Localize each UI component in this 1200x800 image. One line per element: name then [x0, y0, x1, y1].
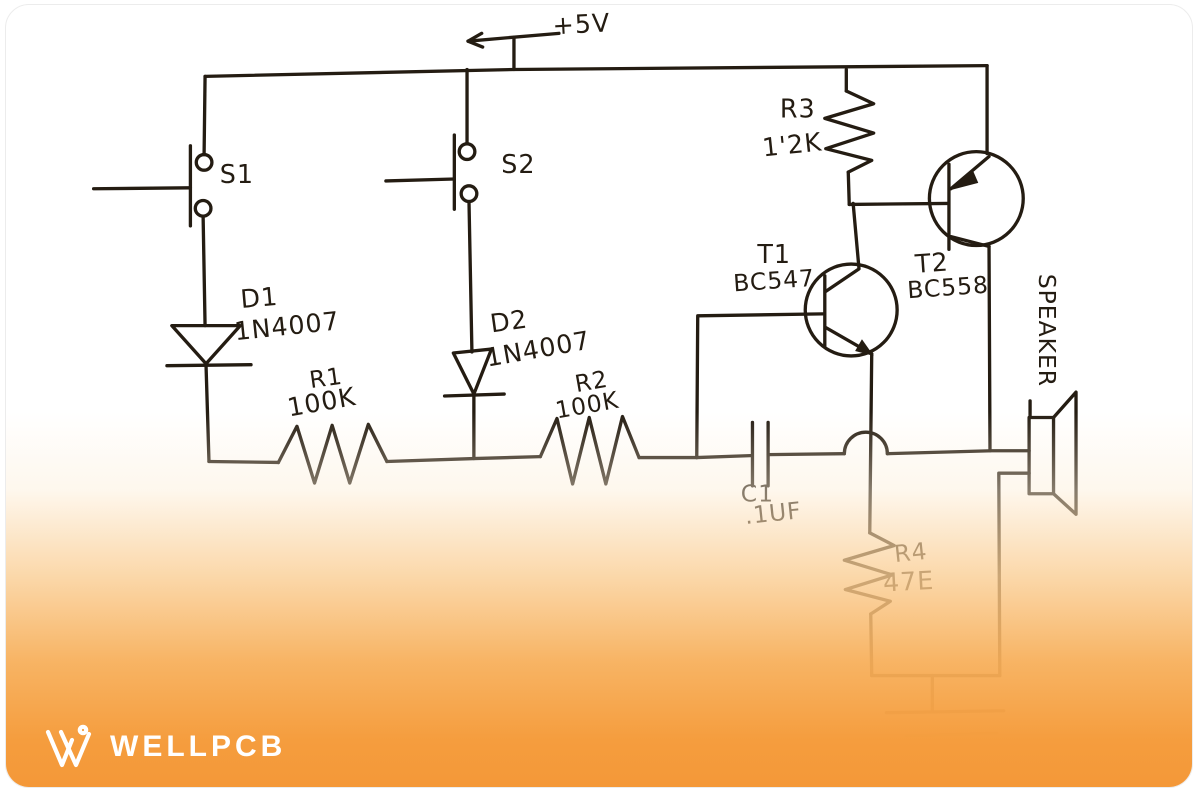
- speaker-label: SPEAKER: [1033, 274, 1061, 387]
- wellpcb-logo-icon: [40, 723, 98, 771]
- transistor-t2: T2 BC558: [906, 63, 1025, 453]
- resistor-r4: R4 47E: [842, 531, 935, 678]
- base-branch-wire: [695, 312, 825, 460]
- resistor-r2-value: 100K: [553, 386, 621, 425]
- ground-symbol: [870, 673, 1006, 759]
- resistor-r4-ref: R4: [893, 537, 929, 568]
- resistor-r3-ref: R3: [780, 93, 816, 123]
- circuit-schematic: +5V S1 D1 1N4007: [91, 7, 1078, 759]
- power-rail: [203, 63, 989, 79]
- power-label: +5V: [552, 7, 611, 40]
- diode-d1-ref: D1: [239, 281, 279, 314]
- speaker-symbol: SPEAKER: [997, 274, 1078, 678]
- brand-name: WELLPCB: [110, 730, 287, 763]
- brand-watermark: WELLPCB: [40, 723, 286, 771]
- resistor-r3: R3 1'2K: [761, 67, 950, 207]
- power-supply-symbol: +5V: [466, 7, 611, 72]
- switch-s2-label: S2: [501, 149, 535, 179]
- switch-s1: S1: [91, 74, 254, 328]
- transistor-t1-ref: T1: [756, 239, 791, 269]
- resistor-r1-value: 100K: [285, 381, 359, 423]
- photo-card: +5V S1 D1 1N4007: [5, 4, 1193, 788]
- transistor-t1-value: BC547: [732, 264, 815, 298]
- transistor-t2-value: BC558: [906, 271, 989, 305]
- resistor-r4-value: 47E: [882, 565, 935, 598]
- diode-d2: D2 1N4007: [442, 303, 593, 461]
- switch-s1-label: S1: [220, 159, 254, 189]
- capacitor-c1: C1 .1UF: [695, 420, 847, 530]
- diode-d2-ref: D2: [488, 303, 529, 338]
- capacitor-c1-value: .1UF: [743, 496, 803, 530]
- resistor-r1: R1 100K: [207, 362, 543, 485]
- resistor-r3-value: 1'2K: [761, 126, 824, 162]
- resistor-r2: R2 100K: [538, 365, 699, 486]
